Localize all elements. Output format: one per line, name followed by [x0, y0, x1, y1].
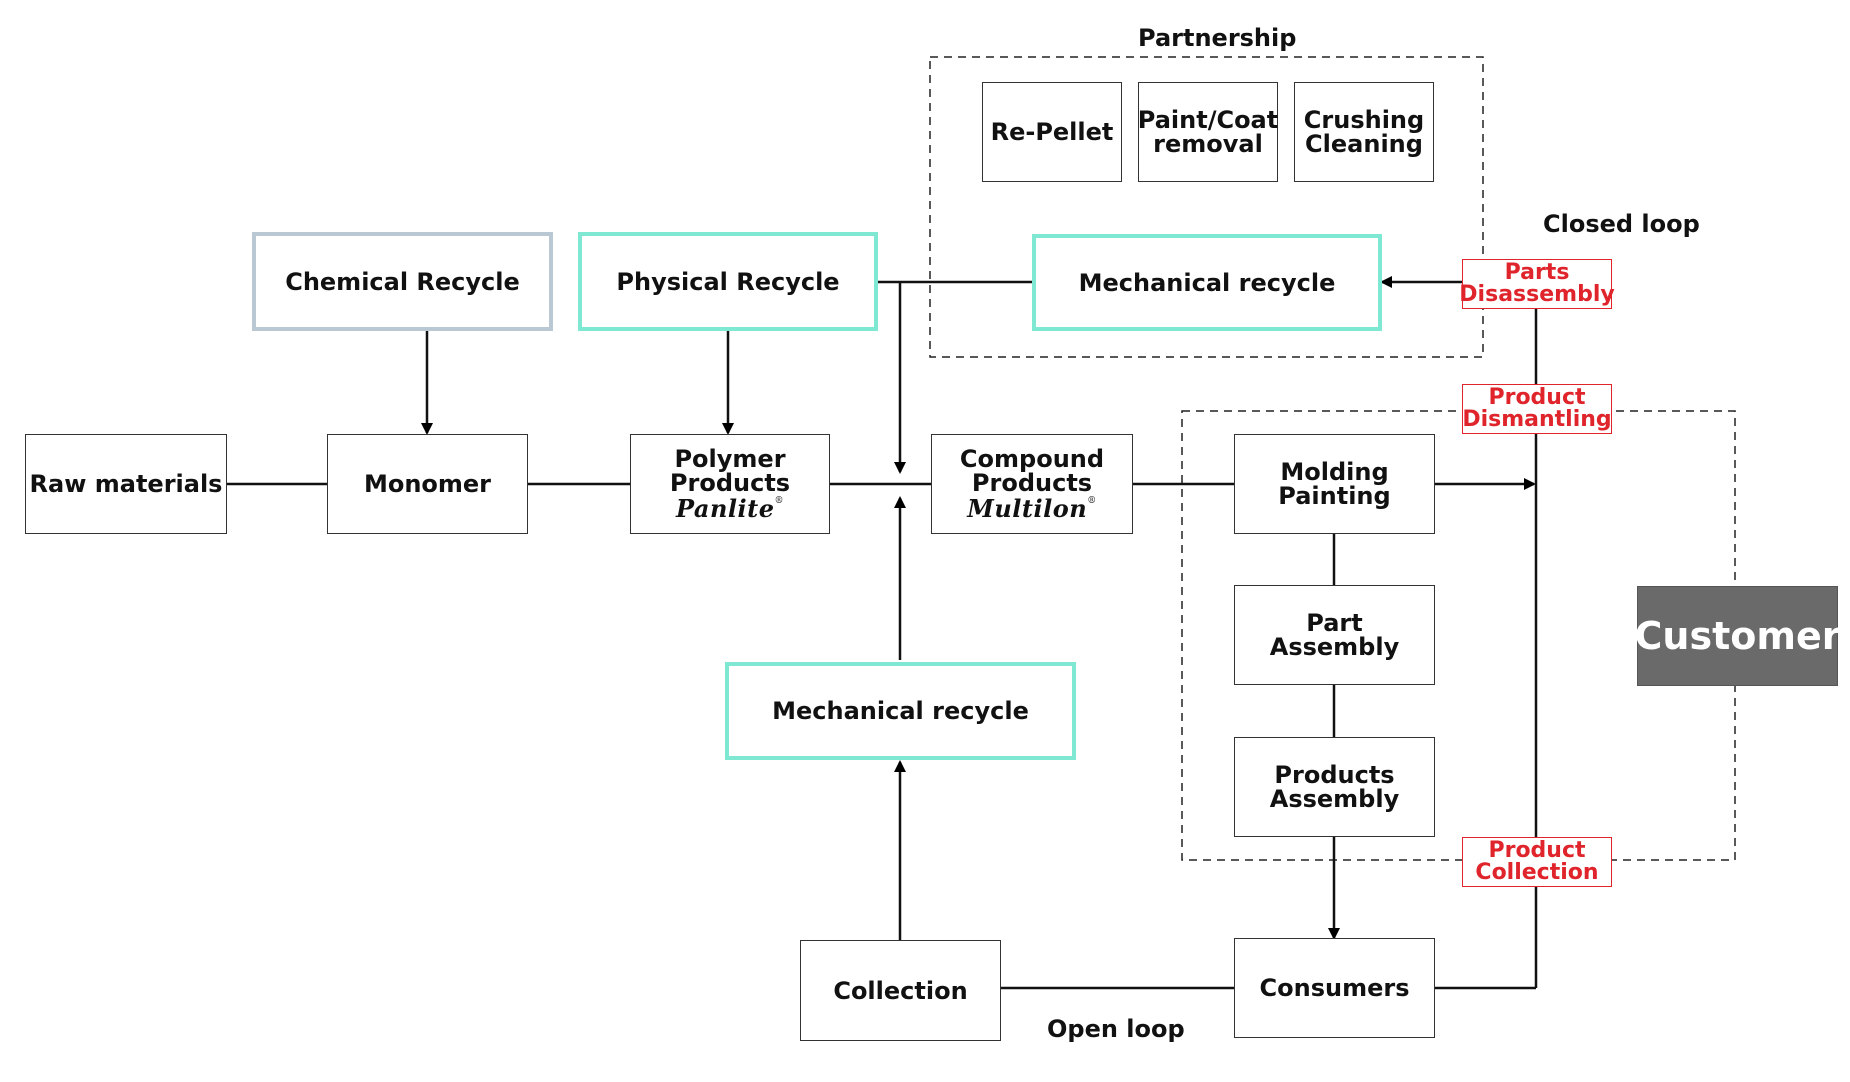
multilon-brand-text: Multilon — [967, 494, 1088, 523]
re-pellet-text: Re-Pellet — [990, 118, 1114, 146]
physical-recycle-text: Physical Recycle — [616, 267, 840, 296]
compound-line1: Compound — [959, 445, 1105, 473]
chemical-recycle-text: Chemical Recycle — [285, 267, 520, 296]
panlite-brand-text: Panlite — [676, 494, 775, 523]
mechanical-recycle-bottom-box: Mechanical recycle — [725, 662, 1076, 760]
molding-painting-box: Molding Painting — [1234, 434, 1435, 534]
products-assembly-line1: Products — [1274, 761, 1395, 789]
chemical-recycle-box: Chemical Recycle — [252, 232, 553, 331]
panlite-logo: Panlite® — [676, 497, 784, 521]
part-assembly-box: Part Assembly — [1234, 585, 1435, 685]
partnership-label: Partnership — [1138, 24, 1297, 52]
consumers-box: Consumers — [1234, 938, 1435, 1038]
mechanical-recycle-top-box: Mechanical recycle — [1032, 234, 1382, 331]
crushing-line1: Crushing — [1303, 106, 1425, 134]
mech-recycle-top-text: Mechanical recycle — [1078, 268, 1336, 297]
compound-products-box: Compound Products Multilon® — [931, 434, 1133, 534]
part-assembly-line2: Assembly — [1269, 633, 1400, 661]
monomer-box: Monomer — [327, 434, 528, 534]
partnership-dashed-box — [929, 56, 1484, 358]
parts-disassembly-line2: Disassembly — [1459, 282, 1615, 307]
paint-coat-line2: removal — [1153, 130, 1263, 158]
parts-disassembly-tag: Parts Disassembly — [1459, 259, 1615, 309]
compound-line2: Products — [971, 469, 1093, 497]
polymer-products-box: Polymer Products Panlite® — [630, 434, 830, 534]
paint-coat-removal-box: Paint/Coat removal — [1138, 82, 1278, 182]
product-collection-line1: Product — [1488, 838, 1586, 863]
product-dismantling-line2: Dismantling — [1462, 407, 1612, 432]
crushing-line2: Cleaning — [1305, 130, 1423, 158]
product-dismantling-tag: Product Dismantling — [1462, 384, 1612, 434]
products-assembly-box: Products Assembly — [1234, 737, 1435, 837]
panlite-trademark: ® — [774, 496, 784, 506]
product-collection-tag: Product Collection — [1462, 837, 1612, 887]
consumers-text: Consumers — [1259, 974, 1410, 1002]
polymer-line2: Products — [669, 469, 791, 497]
products-assembly-line2: Assembly — [1269, 785, 1400, 813]
raw-materials-box: Raw materials — [25, 434, 227, 534]
paint-coat-line1: Paint/Coat — [1137, 106, 1279, 134]
polymer-line1: Polymer — [674, 445, 786, 473]
parts-disassembly-line1: Parts — [1504, 260, 1570, 285]
crushing-cleaning-box: Crushing Cleaning — [1294, 82, 1434, 182]
product-dismantling-line1: Product — [1488, 385, 1586, 410]
multilon-trademark: ® — [1087, 496, 1097, 506]
collection-text: Collection — [833, 976, 968, 1005]
raw-materials-text: Raw materials — [29, 470, 223, 498]
mech-recycle-bottom-text: Mechanical recycle — [772, 697, 1029, 725]
part-assembly-line1: Part — [1306, 609, 1363, 637]
customer-box: Customer — [1635, 586, 1840, 686]
open-loop-label: Open loop — [1047, 1015, 1185, 1043]
monomer-text: Monomer — [363, 470, 492, 498]
physical-recycle-box: Physical Recycle — [578, 232, 878, 331]
molding-line2: Painting — [1278, 482, 1391, 510]
product-collection-line2: Collection — [1475, 860, 1599, 885]
closed-loop-label: Closed loop — [1543, 210, 1700, 238]
multilon-logo: Multilon® — [967, 497, 1096, 521]
collection-box: Collection — [800, 940, 1001, 1041]
molding-line1: Molding — [1280, 458, 1389, 486]
re-pellet-box: Re-Pellet — [982, 82, 1122, 182]
